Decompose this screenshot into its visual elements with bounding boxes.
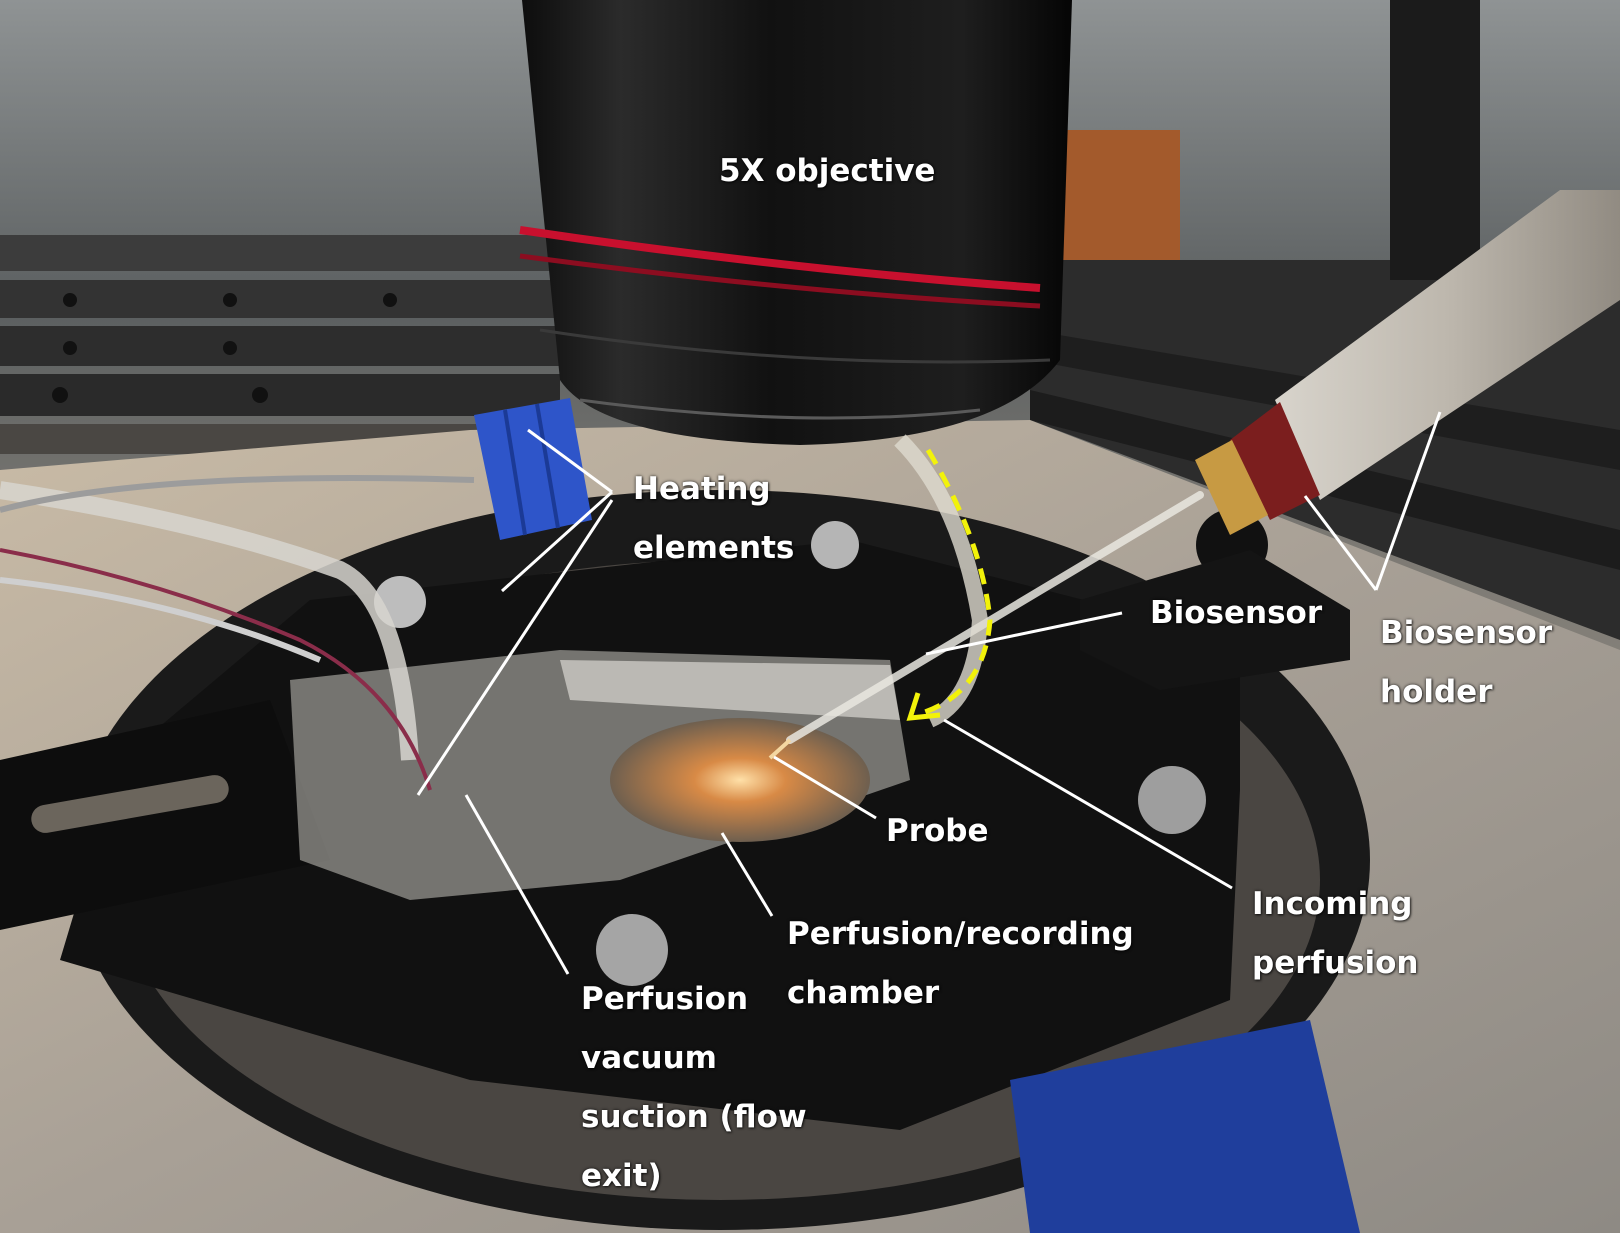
slot-bar [0, 700, 330, 930]
holder-block [1080, 550, 1350, 690]
label-biosensor: Biosensor [1150, 595, 1323, 631]
objective-lens [519, 0, 1072, 445]
leader-heating-3 [416, 499, 614, 796]
label-perfusion-vacuum-suction: Perfusion vacuum suction (flow exit) [581, 981, 807, 1194]
leader-biosensor [925, 611, 1123, 656]
biosensor-holder-rod [1195, 190, 1620, 535]
leader-lines [416, 411, 1442, 975]
leader-heating-2 [500, 490, 614, 593]
label-perfusion-recording-chamber: Perfusion/recording chamber [787, 916, 1134, 1011]
leader-holder-1 [1303, 495, 1378, 591]
leader-vacuum [464, 794, 570, 975]
leader-heating-1 [527, 428, 613, 494]
flow-arrow [906, 448, 993, 721]
label-probe: Probe [886, 813, 989, 849]
leader-incoming [943, 718, 1233, 890]
chamber-body [290, 650, 910, 900]
label-biosensor-holder: Biosensor holder [1380, 615, 1553, 710]
leader-holder-2 [1374, 411, 1442, 591]
label-5x-objective: 5X objective [719, 153, 936, 189]
blue-connector-top [474, 398, 592, 540]
tubing [0, 434, 989, 791]
label-heating-elements: Heating elements [633, 471, 795, 566]
blue-connector-bottom [1010, 1020, 1360, 1233]
leader-chamber [720, 832, 774, 917]
leader-probe [773, 755, 877, 820]
label-incoming-perfusion: Incoming perfusion [1252, 886, 1419, 981]
biosensor-pipette [768, 491, 1204, 760]
recording-chamber-well [610, 718, 870, 842]
